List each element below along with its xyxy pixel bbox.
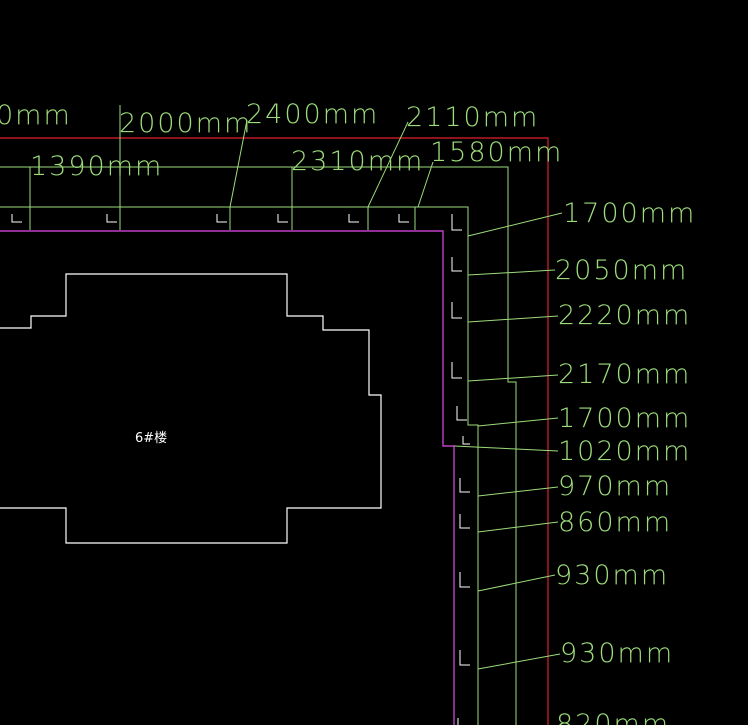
red-boundary-line [0,137,549,725]
dim-label-right-1: 1700mm [563,198,696,229]
dim-label-right-7: 970mm [558,471,672,502]
corner-markers [11,214,470,725]
top-dimension-labels: 0mm 2000mm 2400mm 2110mm 1390mm 2310mm 1… [0,99,563,182]
dim-label-right-3: 2220mm [558,300,691,331]
dim-label-top-2: 2000mm [119,108,252,139]
magenta-boundary-line [0,230,455,725]
dim-label-top-1: 0mm [0,100,72,131]
dim-label-right-8: 860mm [558,507,672,538]
dim-label-right-2: 2050mm [555,255,688,286]
dim-label-top-7: 1580mm [430,137,563,168]
building-label: 6#楼 [135,431,167,446]
dim-label-top-3: 2400mm [246,99,379,130]
dim-label-right-4: 2170mm [558,359,691,390]
dim-label-right-11: 820mm [556,709,670,725]
leader-lines [229,119,563,670]
dim-label-right-9: 930mm [555,560,669,591]
dimension-frame-lines [0,105,517,725]
dim-label-top-4: 2110mm [406,102,539,133]
building-outline [0,273,382,544]
dim-label-top-6: 2310mm [291,146,424,177]
dim-label-right-5: 1700mm [558,403,691,434]
dim-label-right-10: 930mm [560,638,674,669]
right-dimension-labels: 1700mm 2050mm 2220mm 2170mm 1700mm 1020m… [555,198,696,725]
dim-label-right-6: 1020mm [558,436,691,467]
dim-label-top-5: 1390mm [30,151,163,182]
